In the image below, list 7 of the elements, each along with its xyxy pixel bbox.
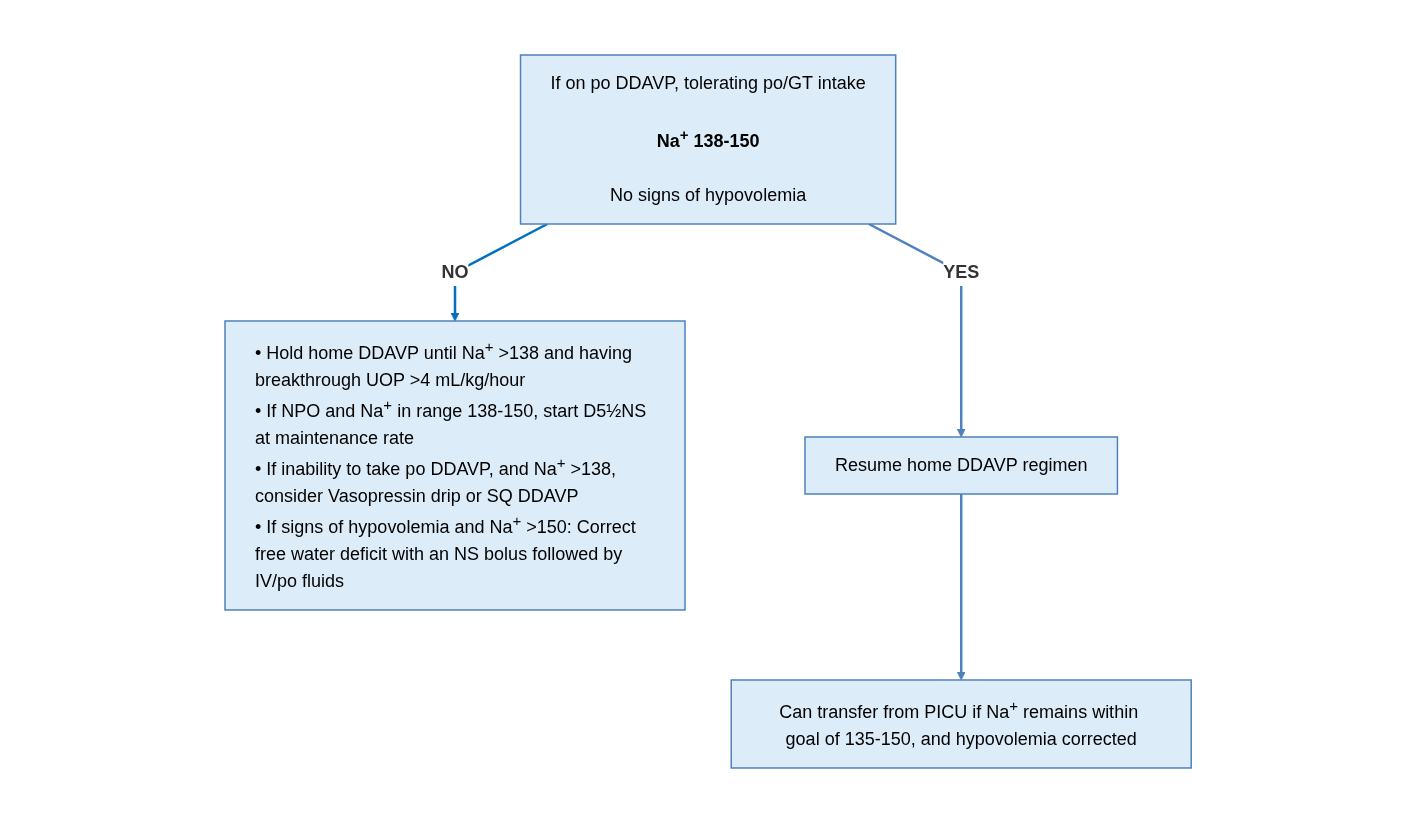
arrow [956,494,966,681]
node-box: If on po DDAVP, tolerating po/GT intake Na$^{+}$ 138-150 No signs of hypovolemia [519,54,897,225]
edge-label: YES [943,262,980,282]
node-box: Can transfer from PICU if Na$^{+}$ remains within goal of 135-150, and hypovolemia corrected [730,679,1192,769]
node-box: • Hold home DDAVP until Na$^{+}$ >138 and having breakthrough UOP >4 mL/kg/hour • If NPO and Na$^{+}$ in range 138-150, start D5½NS at maintenance rate • If inability to take po DDAVP, and Na$^{+}$ >138, consider Vasopressin drip or SQ DDAVP • If signs of hypovolemia and Na$^{+}$ >150: Correct free water deficit with an NS bolus followed by IV/po fluids [224,320,686,611]
edge-label: NO [441,262,469,282]
node-box: Resume home DDAVP regimen [804,436,1119,495]
